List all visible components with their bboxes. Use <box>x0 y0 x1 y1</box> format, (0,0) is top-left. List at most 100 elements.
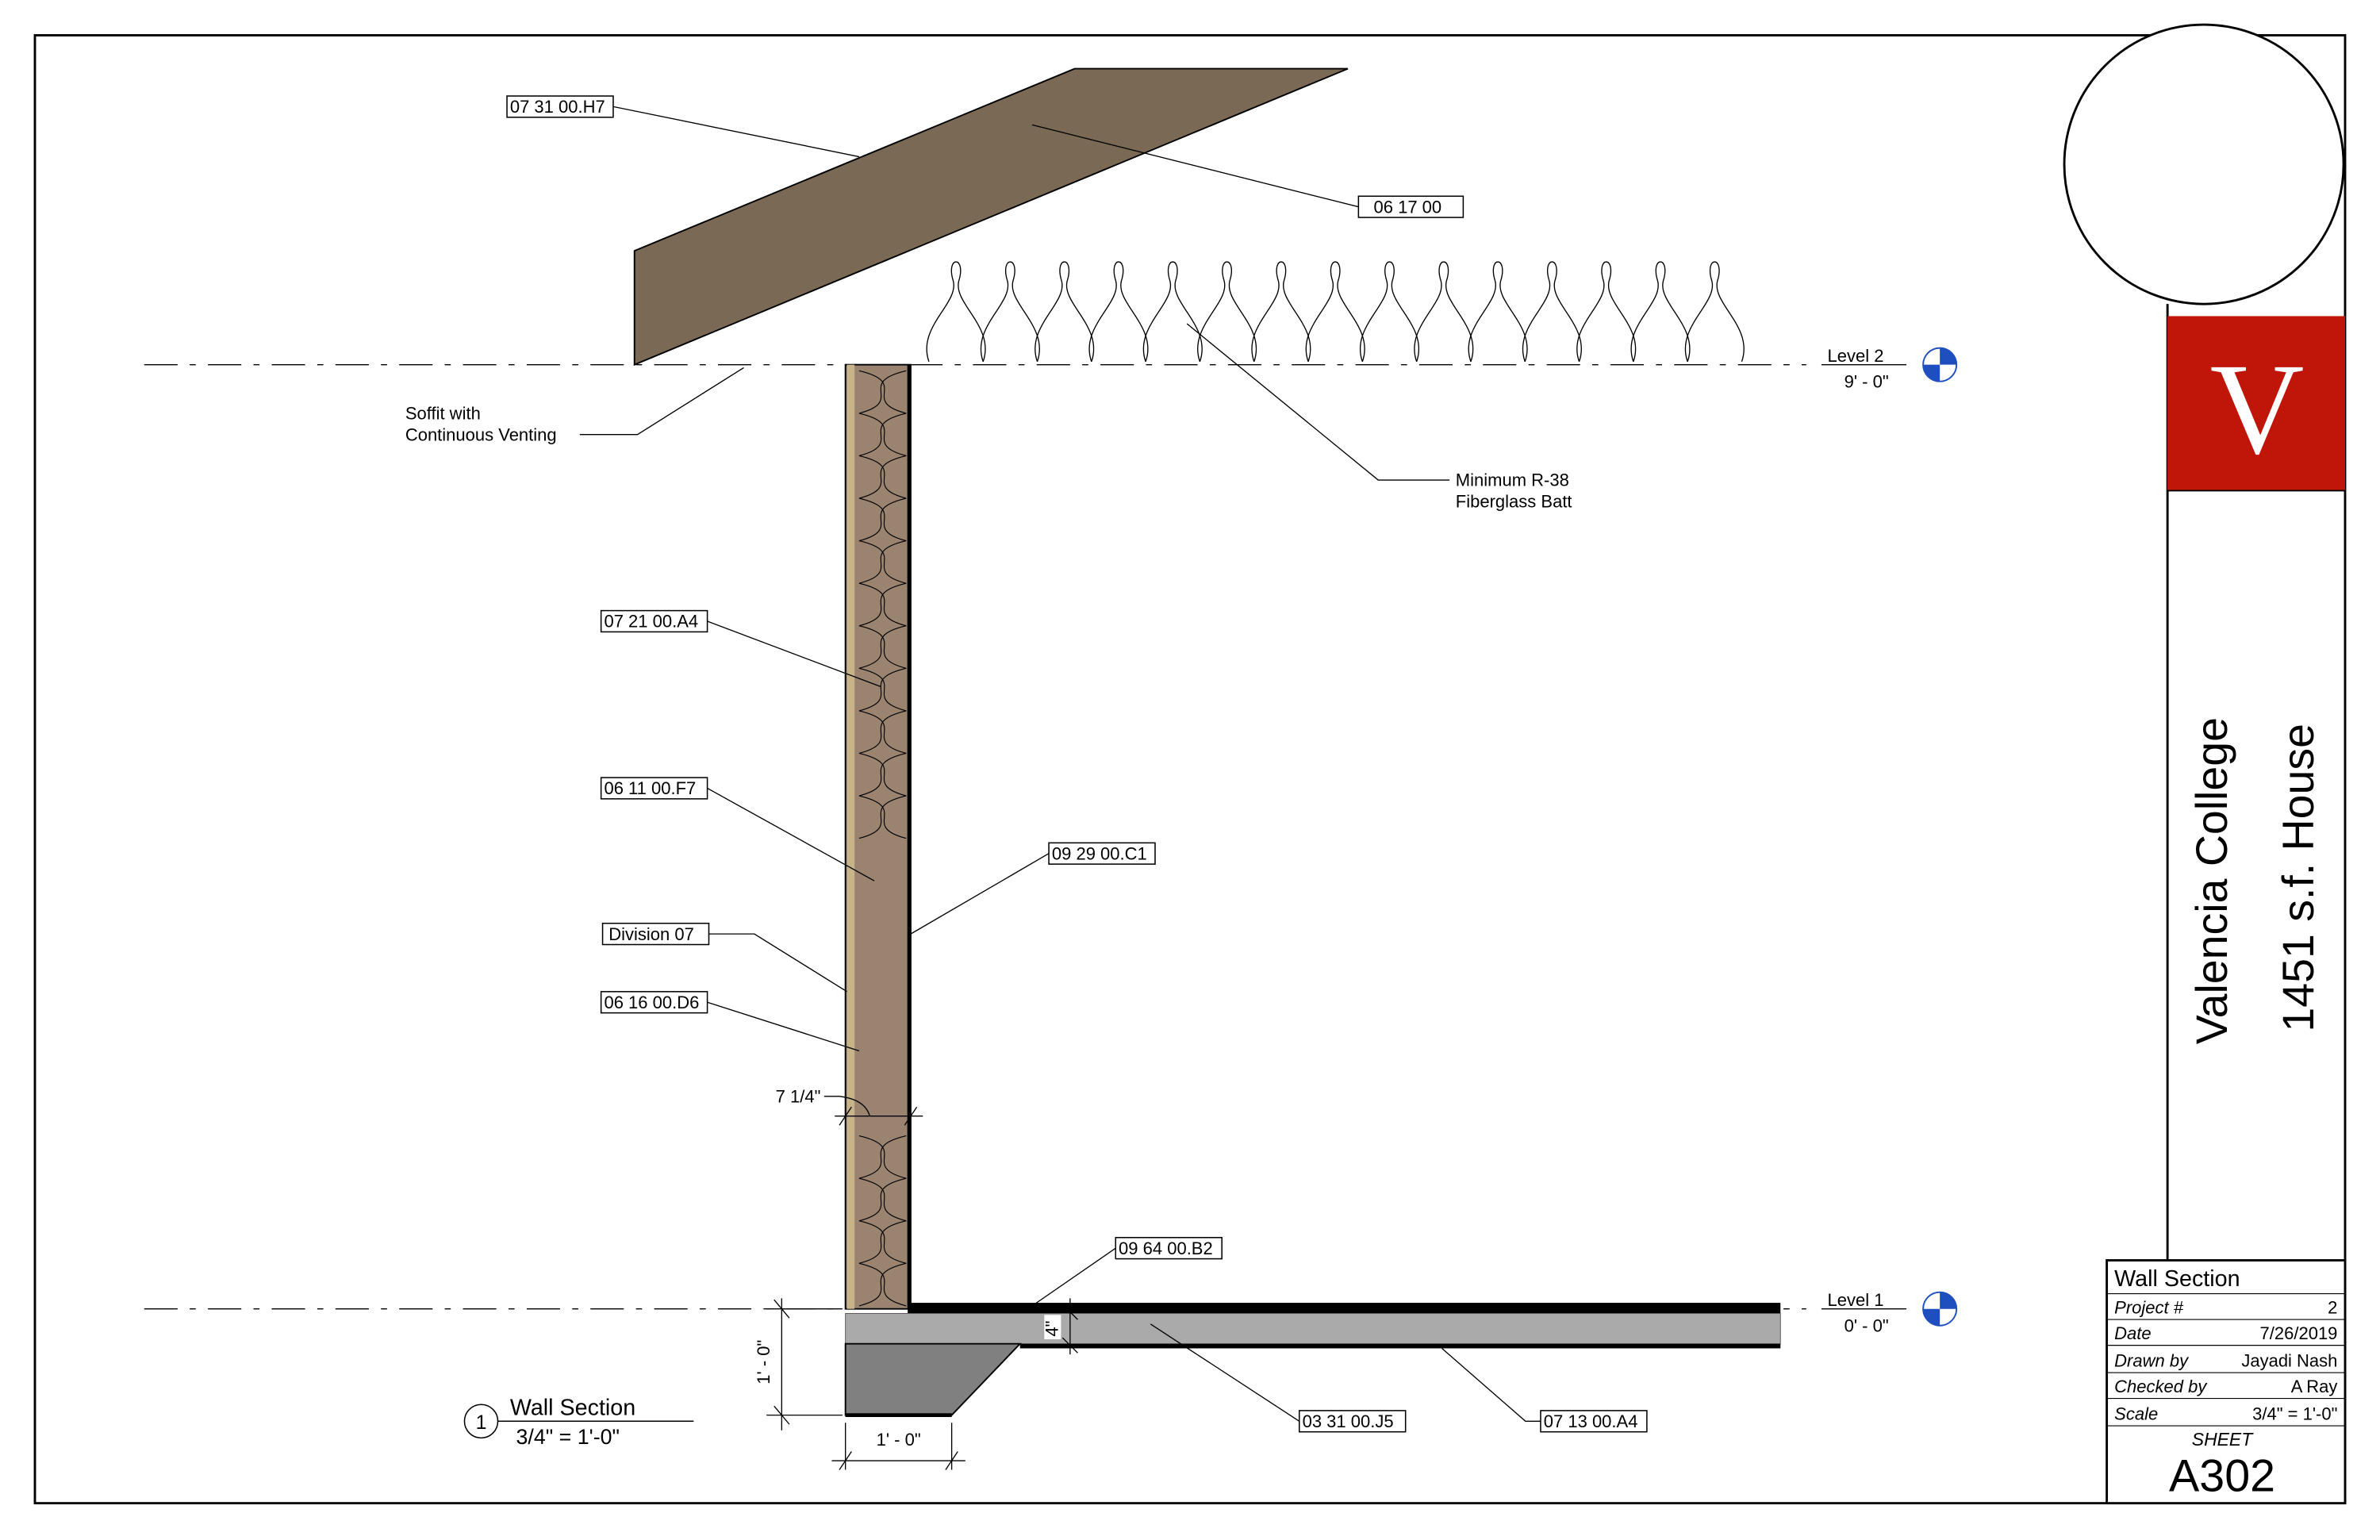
logo-circle <box>2063 23 2345 305</box>
insulation-loop <box>858 1262 907 1307</box>
insulation-loop <box>858 710 907 755</box>
level-2-head[interactable]: Level 2 9' - 0" <box>1821 346 1958 392</box>
level-1-head[interactable]: Level 1 0' - 0" <box>1821 1290 1958 1336</box>
keynote-roof[interactable]: 07 31 00.H7 <box>506 95 860 158</box>
batt-loop <box>1197 261 1257 363</box>
dimension-footing-depth: 1' - 0" <box>754 1298 843 1431</box>
keynote-sheathing[interactable]: 06 16 00.D6 <box>600 991 860 1052</box>
dim-text: 1' - 0" <box>754 1340 774 1384</box>
insulation-loop <box>858 413 907 457</box>
keynote-rafter[interactable]: 06 17 00 <box>1031 124 1464 218</box>
keynote-division[interactable]: Division 07 <box>601 922 847 993</box>
view-title-scale: 3/4" = 1'-0" <box>516 1425 620 1449</box>
batt-loop <box>1468 261 1528 363</box>
insulation-loop <box>858 1177 907 1222</box>
row-value: 7/26/2019 <box>2260 1323 2338 1343</box>
row-value: Jayadi Nash <box>2241 1350 2337 1370</box>
dim-text: 1' - 0" <box>877 1430 921 1450</box>
level-name: Level 2 <box>1828 346 1884 366</box>
insulation-loop <box>858 752 907 797</box>
row-label: Scale <box>2114 1404 2158 1423</box>
keynote-text: 03 31 00.J5 <box>1303 1411 1394 1431</box>
note-line: Minimum R-38 <box>1456 470 1569 490</box>
keynote-slab[interactable]: 03 31 00.J5 <box>1150 1323 1407 1433</box>
level-target-icon <box>1922 347 1958 382</box>
level-target-icon <box>1922 1291 1958 1327</box>
insulation-loop <box>858 582 907 627</box>
project-name: 1451 s.f. House <box>2274 724 2323 1032</box>
soffit-note: Soffit with Continuous Venting <box>405 367 744 444</box>
keynote-text: 06 16 00.D6 <box>604 993 699 1012</box>
school-name: Valencia College <box>2187 717 2236 1044</box>
batt-loop <box>1305 261 1365 363</box>
insulation-loop <box>858 540 907 584</box>
insulation-loop <box>858 370 907 414</box>
batt-loop <box>1360 261 1419 363</box>
batt-loop <box>1142 261 1203 363</box>
wall-insulation <box>858 370 907 1307</box>
insulation-loop <box>858 795 907 839</box>
keynote-text: 07 13 00.A4 <box>1544 1411 1638 1431</box>
vapor-barrier <box>1019 1343 1781 1349</box>
dimension-wall: 7 1/4" <box>776 1087 923 1126</box>
title-block: Wall Section Project # 2 Date 7/26/2019 … <box>2106 1259 2347 1505</box>
level-elevation: 9' - 0" <box>1844 371 1889 391</box>
dimension-footing-width: 1' - 0" <box>831 1423 965 1470</box>
keynote-text: Division 07 <box>608 924 694 944</box>
roof-rafter <box>633 67 1349 367</box>
brand-logo <box>2167 316 2345 491</box>
row-value: A Ray <box>2291 1377 2338 1396</box>
ceiling-batt-insulation <box>926 261 1745 363</box>
row-label: Project # <box>2114 1297 2184 1317</box>
view-number: 1 <box>476 1411 487 1434</box>
insulation-loop <box>858 1220 907 1264</box>
sheet-label: SHEET <box>2192 1429 2254 1450</box>
logo-letter: V <box>2210 336 2305 482</box>
sheet-border <box>33 34 2347 1505</box>
batt-loop <box>926 261 986 363</box>
keynote-text: 09 64 00.B2 <box>1119 1239 1213 1258</box>
row-label: Date <box>2114 1323 2151 1343</box>
insulation-loop <box>858 625 907 669</box>
keynote-flooring[interactable]: 09 64 00.B2 <box>1031 1237 1223 1307</box>
concrete-slab <box>845 1312 1781 1345</box>
view-title[interactable]: 1 Wall Section 3/4" = 1'-0" <box>463 1396 694 1449</box>
level-elevation: 0' - 0" <box>1844 1315 1889 1335</box>
batt-loop <box>1035 261 1095 363</box>
batt-loop <box>1576 261 1637 363</box>
dim-text: 7 1/4" <box>776 1087 821 1107</box>
keynote-wall-insulation[interactable]: 07 21 00.A4 <box>600 609 881 687</box>
dim-text: 4" <box>1042 1321 1062 1337</box>
keynote-text: 06 17 00 <box>1374 197 1442 217</box>
keynote-text: 06 11 00.F7 <box>604 778 696 798</box>
keynote-vapor[interactable]: 07 13 00.A4 <box>1441 1347 1648 1433</box>
batt-loop <box>1630 261 1691 363</box>
row-label: Drawn by <box>2114 1350 2190 1370</box>
batt-loop <box>1684 261 1745 363</box>
view-title-name: Wall Section <box>510 1396 635 1421</box>
keynote-text: 07 31 00.H7 <box>510 97 605 117</box>
keynote-text: 07 21 00.A4 <box>604 612 698 632</box>
level-name: Level 1 <box>1828 1290 1884 1310</box>
batt-loop <box>1251 261 1311 363</box>
batt-loop <box>1414 261 1474 363</box>
note-line: Continuous Venting <box>405 424 557 444</box>
batt-loop <box>980 261 1040 363</box>
dimension-slab: 4" <box>1042 1298 1078 1355</box>
wall-sheathing <box>846 364 855 1309</box>
keynote-text: 09 29 00.C1 <box>1052 843 1147 863</box>
row-label: Checked by <box>2114 1377 2208 1396</box>
row-value: 2 <box>2328 1297 2337 1317</box>
sheet-number: A302 <box>2169 1450 2275 1501</box>
insulation-loop <box>858 455 907 499</box>
floor-finish <box>908 1303 1781 1314</box>
insulation-loop <box>858 1135 907 1179</box>
keynote-gypsum[interactable]: 09 29 00.C1 <box>910 842 1156 935</box>
batt-note: Minimum R-38 Fiberglass Batt <box>1186 323 1572 512</box>
row-value: 3/4" = 1'-0" <box>2252 1404 2337 1423</box>
batt-loop <box>1522 261 1582 363</box>
insulation-loop <box>858 497 907 542</box>
view-name: Wall Section <box>2114 1266 2240 1292</box>
keynote-stud[interactable]: 06 11 00.F7 <box>600 777 875 881</box>
